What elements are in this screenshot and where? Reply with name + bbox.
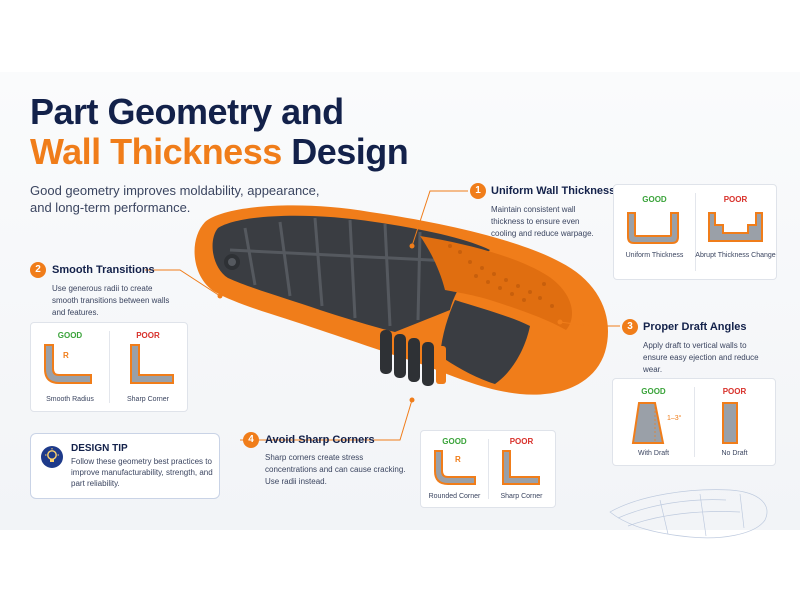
divider — [488, 439, 489, 499]
comparison-wall-thickness: GOOD POOR Uniform Thickness Abrupt Thick… — [613, 184, 777, 280]
title-accent: Wall Thickness — [30, 131, 282, 172]
callout-number-1: 1 — [470, 183, 486, 199]
callout-number-4: 4 — [243, 432, 259, 448]
divider — [109, 331, 110, 403]
good-caption: With Draft — [637, 450, 670, 457]
good-label: GOOD — [641, 387, 666, 396]
good-caption: Uniform Thickness — [625, 252, 684, 259]
poor-caption: Sharp Corner — [126, 396, 170, 403]
poor-label: POOR — [136, 331, 160, 340]
title-line-1: Part Geometry and — [30, 91, 344, 132]
design-tip-title: DESIGN TIP — [71, 443, 128, 454]
comparison-draft-angles: GOOD POOR 1–3° With Draft No Draft — [612, 378, 776, 466]
callout-title-2: Smooth Transitions — [52, 264, 155, 276]
callout-desc-2: Use generous radii to create smooth tran… — [52, 284, 170, 317]
poor-label: POOR — [722, 387, 747, 396]
callout-desc-1: Maintain consistent wall thickness to en… — [491, 205, 594, 238]
comparison-transitions: GOOD POOR R Smooth Radius Sharp Corner — [30, 322, 188, 412]
callout-title-4: Avoid Sharp Corners — [265, 434, 375, 446]
lightbulb-icon — [41, 446, 63, 468]
comparison-corners: GOOD POOR R Rounded Corner Sharp Corner — [420, 430, 556, 508]
good-label: GOOD — [442, 437, 467, 446]
wall-thickness-diagrams — [627, 212, 763, 244]
poor-caption: No Draft — [721, 450, 748, 457]
page-title: Part Geometry and Wall Thickness Design — [30, 91, 409, 172]
poor-caption: Abrupt Thickness Change — [695, 252, 776, 259]
design-tip-box: DESIGN TIP Follow these geometry best pr… — [30, 433, 220, 499]
callout-desc-3: Apply draft to vertical walls to ensure … — [643, 341, 759, 374]
poor-label: POOR — [723, 195, 748, 204]
corner-diagrams — [434, 450, 540, 485]
divider — [694, 387, 695, 457]
divider — [695, 193, 696, 271]
angle-mark: 1–3° — [667, 415, 682, 422]
good-caption: Rounded Corner — [428, 493, 481, 500]
callout-title-1: Uniform Wall Thickness — [491, 185, 616, 197]
transition-diagrams — [44, 344, 174, 384]
callout-desc-4: Sharp corners create stress concentratio… — [265, 453, 406, 486]
callout-number-2: 2 — [30, 262, 46, 278]
good-caption: Smooth Radius — [46, 396, 94, 403]
poor-label: POOR — [509, 437, 534, 446]
title-rest: Design — [291, 131, 409, 172]
callout-number-3: 3 — [622, 319, 638, 335]
radius-mark: R — [455, 455, 461, 464]
page-subtitle: Good geometry improves moldability, appe… — [30, 183, 320, 215]
design-tip-text: Follow these geometry best practices to … — [71, 457, 213, 488]
callout-title-3: Proper Draft Angles — [643, 321, 747, 333]
good-label: GOOD — [642, 195, 667, 204]
radius-mark: R — [63, 351, 69, 360]
good-label: GOOD — [57, 331, 83, 340]
draft-diagrams — [631, 402, 738, 444]
poor-caption: Sharp Corner — [500, 493, 543, 500]
